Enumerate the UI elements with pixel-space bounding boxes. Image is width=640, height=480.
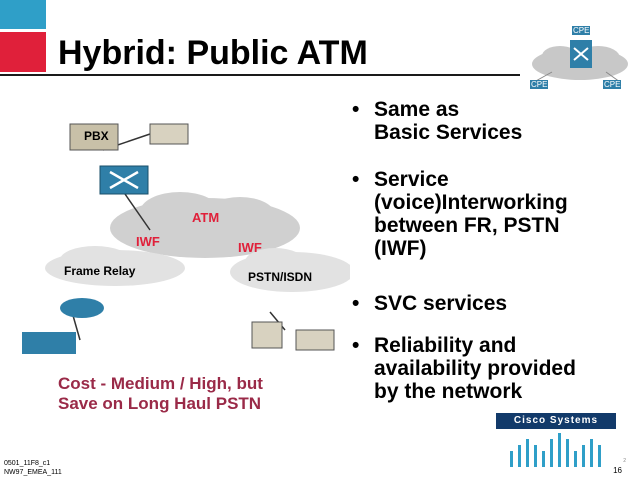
pstn-label: PSTN/ISDN: [248, 270, 313, 284]
iwf-right-label: IWF: [238, 240, 262, 255]
atm-label: ATM: [192, 210, 220, 225]
pbx-label: PBX: [84, 129, 109, 143]
cpe-label-top: CPE: [572, 26, 591, 35]
cisco-logo: Cisco Systems: [496, 413, 616, 469]
footer-code-2: NW97_EMEA_111: [4, 469, 62, 476]
network-diagram: [22, 123, 350, 354]
page-title: Hybrid: Public ATM: [58, 34, 368, 72]
cpe-label-left: CPE: [530, 80, 549, 89]
cpe-cloud-diagram: [532, 40, 628, 83]
frame-relay-label: Frame Relay: [64, 264, 136, 278]
cpe-label-right: CPE: [603, 80, 622, 89]
title-divider: [0, 74, 520, 76]
cisco-bars-icon: [510, 433, 601, 467]
switch-arrows-icon: [573, 47, 589, 61]
lan-switch-icon: [22, 332, 76, 354]
page-number: 16: [613, 466, 622, 475]
phone-top-icon: [149, 123, 189, 145]
footer-code-1: 0501_11F8_c1: [4, 460, 51, 467]
cisco-logo-text: Cisco Systems: [496, 413, 616, 429]
router-icon: [60, 298, 104, 318]
header-blue-square: [0, 0, 46, 29]
cpe-cloud-lobe: [542, 46, 578, 66]
iwf-left-label: IWF: [136, 234, 160, 249]
phone-icon: [251, 321, 283, 349]
switch-arrows-icon: [109, 170, 139, 190]
fax-icon: [295, 329, 335, 351]
cost-note: Cost - Medium / High, but Save on Long H…: [58, 374, 263, 413]
pbx-box: [69, 123, 119, 151]
page-small-number: 2: [623, 458, 626, 464]
header-red-square: [0, 32, 46, 72]
